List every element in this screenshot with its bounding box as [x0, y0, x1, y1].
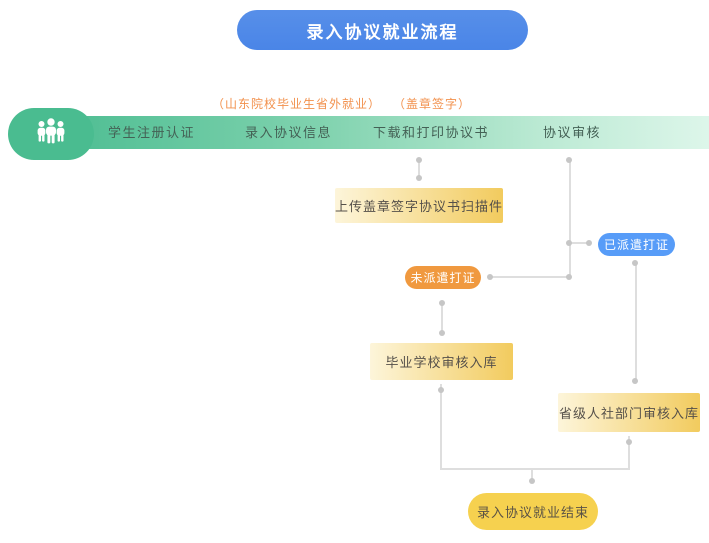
step-student-registration: 学生注册认证 [108, 125, 196, 140]
process-start-node [8, 108, 94, 160]
connector-line [570, 242, 589, 244]
connector-dot [632, 260, 638, 266]
connector-dot [416, 157, 422, 163]
connector-dot [416, 175, 422, 181]
connector-line [531, 468, 533, 481]
connector-line [635, 262, 637, 382]
process-step-bar [55, 116, 709, 149]
connector-dot [529, 478, 535, 484]
annotation-out-of-province: （山东院校毕业生省外就业） [212, 97, 382, 111]
connector-dot [439, 300, 445, 306]
connector-dot [566, 240, 572, 246]
node-dispatched-certificate: 已派遣打证 [598, 233, 675, 256]
node-process-end: 录入协议就业结束 [468, 493, 598, 530]
connector-dot [566, 274, 572, 280]
node-school-review: 毕业学校审核入库 [370, 343, 513, 380]
node-not-dispatched-certificate: 未派遣打证 [405, 266, 481, 289]
connector-dot [487, 274, 493, 280]
annotation-stamp-sign: （盖章签字） [393, 97, 472, 111]
connector-line [569, 161, 571, 278]
connector-dot [439, 330, 445, 336]
connector-line [440, 468, 630, 470]
page-title: 录入协议就业流程 [237, 10, 528, 50]
step-agreement-review: 协议审核 [543, 125, 602, 140]
step-download-print-agreement: 下载和打印协议书 [373, 125, 490, 140]
node-upload-scan: 上传盖章签字协议书扫描件 [335, 188, 503, 223]
connector-line [441, 303, 443, 334]
node-provincial-review: 省级人社部门审核入库 [558, 393, 700, 432]
connector-dot [566, 157, 572, 163]
connector-dot [626, 439, 632, 445]
connector-dot [632, 378, 638, 384]
step-enter-agreement-info: 录入协议信息 [245, 125, 333, 140]
connector-dot [586, 240, 592, 246]
connector-line [628, 436, 630, 470]
connector-line [440, 384, 442, 470]
people-group-icon [34, 117, 68, 152]
connector-line [418, 161, 420, 178]
connector-dot [438, 387, 444, 393]
connector-line [490, 276, 571, 278]
